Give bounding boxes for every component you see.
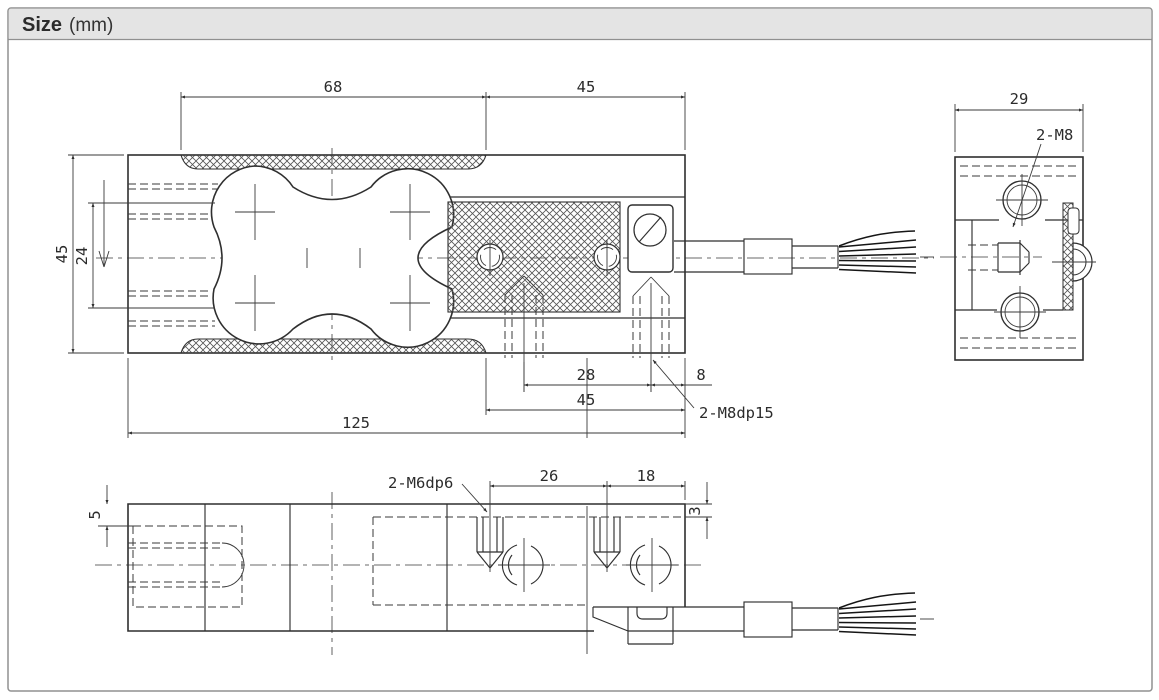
dim-hole-spacing-label: 28 [577, 366, 596, 384]
dim-top-right-label: 45 [577, 78, 596, 96]
side-view: 29 2-M8 [940, 90, 1096, 361]
dim-side-width-label: 29 [1010, 90, 1029, 108]
load-arrow [98, 180, 110, 268]
side-view-dimensions: 29 2-M8 [954, 90, 1084, 228]
hidden-lines-left [128, 183, 218, 327]
dim-height-label: 45 [53, 245, 71, 264]
m6-holes-top [476, 240, 621, 276]
dim-mount-span-label: 45 [577, 391, 596, 409]
dim-depth-right-label: 3 [686, 506, 704, 515]
cable-anchor-block [627, 204, 674, 273]
top-view [96, 148, 934, 438]
page-title: Size [22, 14, 62, 36]
m8-counterbore-arcs [498, 538, 678, 592]
top-view-dimensions: 68 45 45 24 28 8 45 125 2-M8dp15 [53, 78, 774, 438]
cable-bottom-view [592, 592, 934, 645]
m6-callout-label: 2-M6dp6 [388, 474, 453, 492]
bottom-outline [127, 503, 686, 632]
flexure-cutout [210, 165, 455, 348]
dim-edge-offset-label: 8 [696, 366, 705, 384]
bottom-seal-band [180, 338, 487, 354]
m8-callout-label: 2-M8dp15 [699, 404, 774, 422]
dim-total-length-label: 125 [342, 414, 370, 432]
stripped-wires [838, 230, 917, 274]
bottom-hidden-lines [128, 516, 685, 608]
side-seal-strip [1052, 202, 1096, 311]
stripped-wires-bottom [838, 592, 917, 636]
bottom-view: 5 2-M6dp6 26 18 3 [86, 467, 934, 655]
bottom-view-dimensions: 5 2-M6dp6 26 18 3 [86, 467, 712, 547]
page-title-unit: (mm) [69, 15, 113, 36]
side-m8-callout-label: 2-M8 [1036, 126, 1073, 144]
cable-top-view [674, 230, 934, 275]
dim-depth-left-label: 5 [86, 510, 104, 519]
cutout-center-marks [235, 184, 430, 331]
m8-callout: 2-M8dp15 [652, 359, 774, 422]
dim-top-width-label: 68 [324, 78, 343, 96]
side-set-screw [940, 240, 1042, 275]
slot-arc [221, 542, 245, 588]
dim-bottom-edge-label: 18 [637, 467, 656, 485]
top-seal-band [180, 154, 487, 170]
dim-bottom-spacing-label: 26 [540, 467, 559, 485]
side-m8-holes [994, 174, 1048, 338]
side-hidden-lines [960, 165, 1078, 349]
dim-inner-height-label: 24 [73, 247, 91, 266]
page-frame: Size (mm) [7, 7, 1153, 692]
